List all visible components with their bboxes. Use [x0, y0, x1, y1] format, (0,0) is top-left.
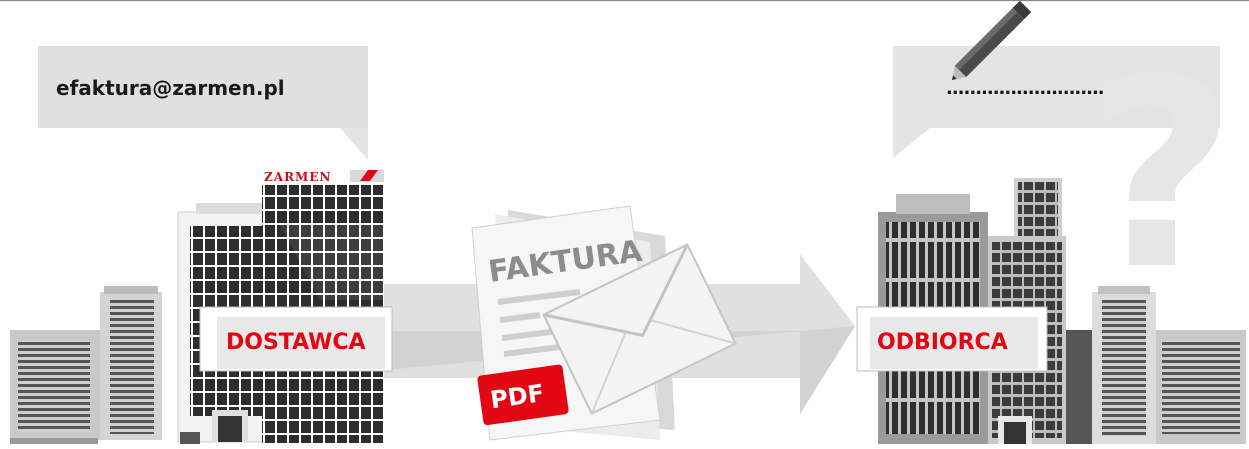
sender-label-box: DOSTAWCA: [200, 307, 392, 371]
sender-email-bubble: efaktura@zarmen.pl: [38, 46, 368, 160]
sender-buildings: ZARMEN: [10, 168, 388, 444]
sender-email: efaktura@zarmen.pl: [56, 76, 285, 100]
sender-label: DOSTAWCA: [226, 330, 366, 355]
receiver-label-box: ODBIORCA: [857, 307, 1047, 371]
receiver-label: ODBIORCA: [877, 330, 1008, 355]
zarmen-logo-text: ZARMEN: [264, 170, 331, 184]
question-mark: ?: [1085, 25, 1236, 327]
zarmen-logo: ZARMEN: [260, 168, 388, 184]
